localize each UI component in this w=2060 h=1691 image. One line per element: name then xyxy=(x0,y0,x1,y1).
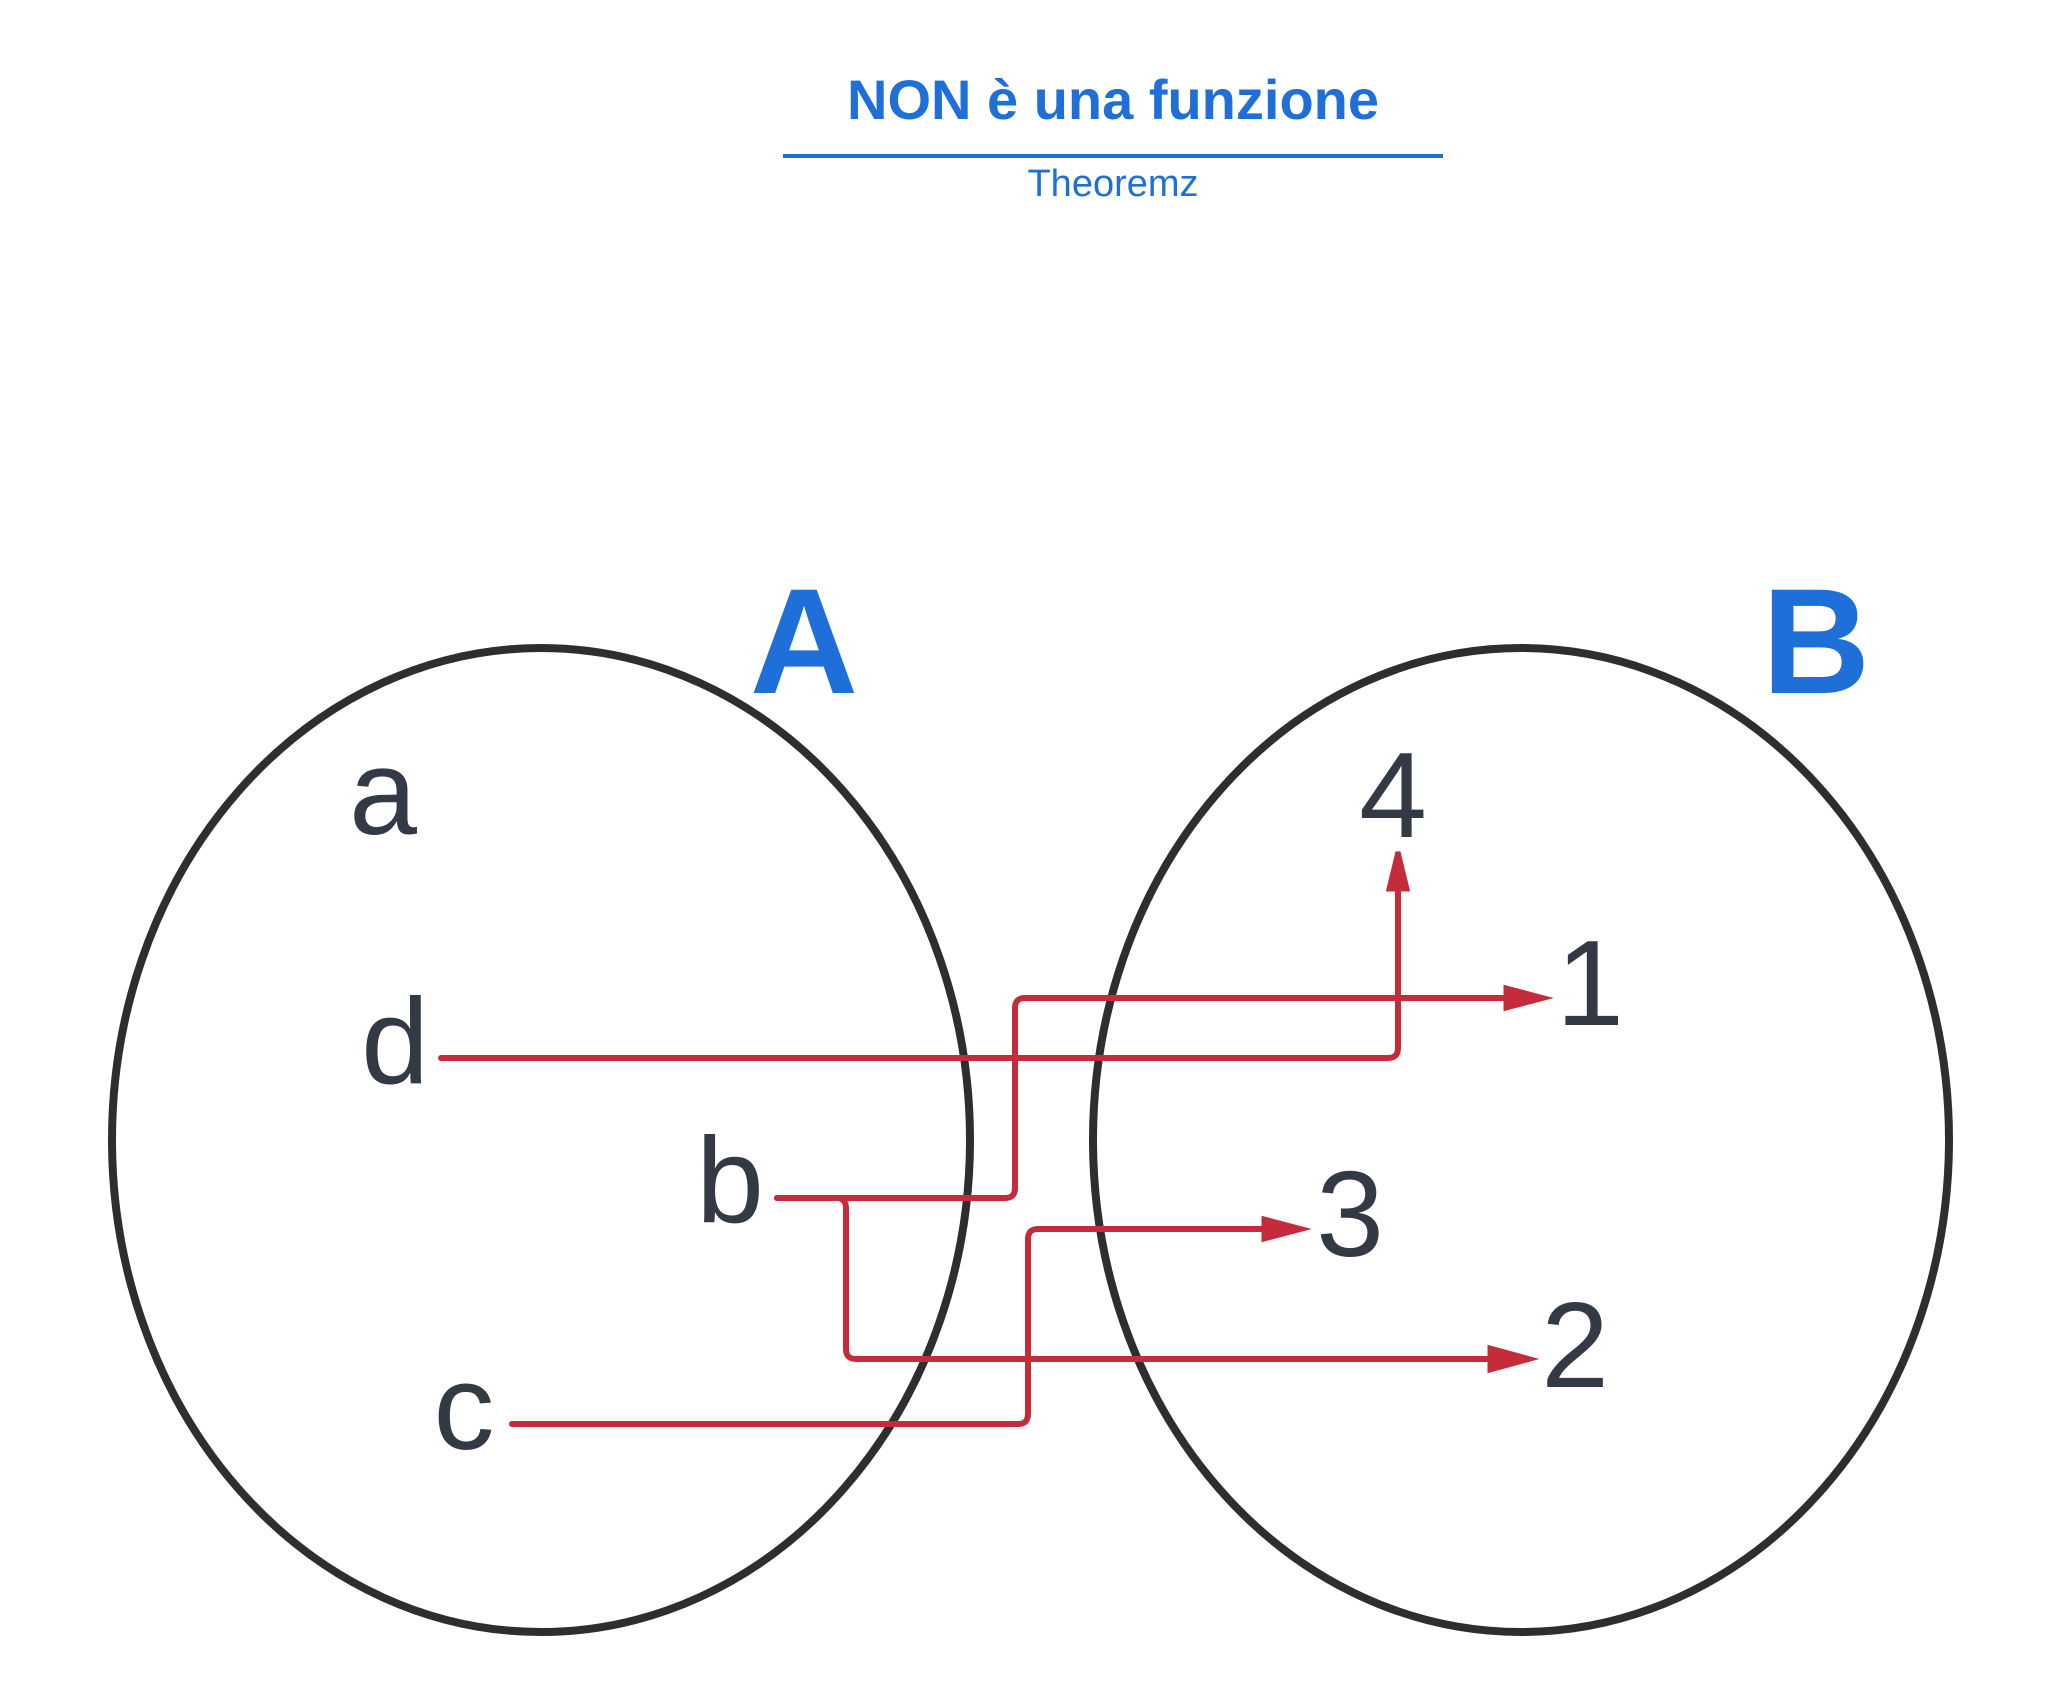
title-divider xyxy=(783,154,1443,158)
diagram-header: NON è una funzione Theoremz xyxy=(783,52,1443,208)
element-b: b xyxy=(696,1112,764,1248)
arrow-c-to-3 xyxy=(509,1215,1312,1427)
set-b-label: B xyxy=(1762,557,1870,725)
arrow-b-to-2 xyxy=(774,1195,1540,1374)
arrow-b-to-1 xyxy=(774,984,1554,1201)
diagram-subtitle: Theoremz xyxy=(1027,163,1199,205)
arrow-d-to-4 xyxy=(438,851,1411,1061)
element-a: a xyxy=(349,724,417,860)
element-c: c xyxy=(434,1339,495,1475)
element-4: 4 xyxy=(1359,727,1427,863)
element-d: d xyxy=(361,973,429,1109)
set-a-outline xyxy=(108,644,974,1636)
element-3: 3 xyxy=(1316,1146,1384,1282)
set-b-outline xyxy=(1089,644,1953,1636)
element-2: 2 xyxy=(1541,1277,1609,1413)
set-a-label: A xyxy=(750,557,858,725)
diagram-title: NON è una funzione xyxy=(847,68,1379,131)
element-1: 1 xyxy=(1556,915,1624,1051)
